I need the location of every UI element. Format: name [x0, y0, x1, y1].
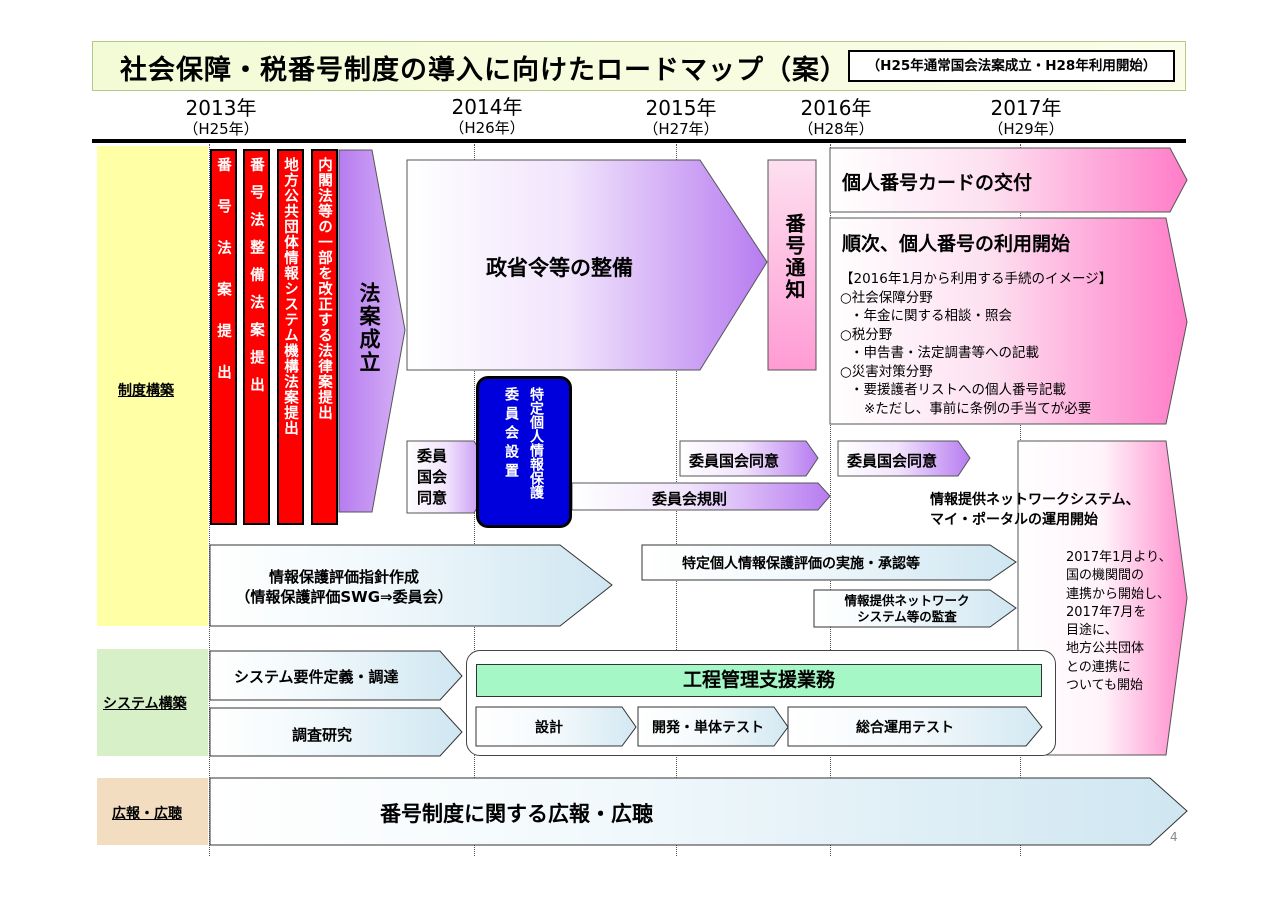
card-koufu-label: 個人番号カードの交付: [842, 172, 1033, 194]
category-system-band: [97, 649, 208, 756]
era-h25: （H25年）: [183, 120, 259, 138]
network-kaishi-label: 情報提供ネットワークシステム、 マイ・ポータルの運用開始: [930, 492, 1140, 528]
riyou-line-6: ・要援護者リストへの個人番号記載: [850, 382, 1066, 398]
riyou-line-0: 【2016年1月から利用する手続のイメージ】: [840, 271, 1113, 287]
kaihatsu-label: 開発・単体テスト: [652, 720, 764, 736]
riyou-line-1: ○社会保障分野: [840, 289, 933, 306]
riyou-line-7: ※ただし、事前に条例の手当てが必要: [864, 400, 1092, 417]
red-col-naikaku-houan: 内閣法等の一部を改正する法律案提出: [311, 149, 338, 525]
riyou-line-5: ○災害対策分野: [840, 363, 933, 380]
timeline-rule: [92, 139, 1186, 143]
year-2016: 2016年: [800, 96, 872, 120]
riyou-line-2: ・年金に関する相談・照会: [850, 308, 1012, 324]
sys-youken-label: システム要件定義・調達: [234, 668, 399, 686]
guide-2016: [830, 144, 831, 856]
category-koho-label: 広報・広聴: [112, 806, 182, 822]
year-2013: 2013年: [185, 96, 257, 120]
guide-2013: [209, 144, 210, 856]
tokutei-iinkai-box: 委員会設置 特定個人情報保護: [476, 376, 572, 528]
page-title: 社会保障・税番号制度の導入に向けたロードマップ（案）: [120, 55, 848, 86]
category-seido-label: 制度構築: [118, 383, 174, 399]
era-h29: （H29年）: [988, 120, 1064, 138]
hoan-seiritsu-label: 法案成立: [357, 282, 381, 374]
year-2017: 2017年: [990, 96, 1062, 120]
riyou-kaishi-heading: 順次、個人番号の利用開始: [842, 233, 1071, 255]
kansa-label: 情報提供ネットワーク システム等の監査: [844, 593, 970, 624]
koho-bar-label: 番号制度に関する広報・広聴: [380, 802, 653, 826]
category-koho-band: [97, 778, 208, 845]
hyoka-shishin-label: 情報保護評価指針作成 （情報保護評価SWG⇒委員会）: [235, 568, 453, 606]
sougou-label: 総合運用テスト: [856, 720, 954, 736]
iinkai-doui-2014: 委員国会同意: [417, 447, 448, 507]
hyoka-jisshi-label: 特定個人情報保護評価の実施・承認等: [682, 556, 920, 572]
riyou-kaishi-details: 【2016年1月から利用する手続のイメージ】 ○社会保障分野 ・年金に関する相談…: [840, 270, 1112, 418]
category-system-label: システム構築: [103, 696, 187, 712]
koutei-bar: 工程管理支援業務: [476, 664, 1042, 697]
red-col-kikou-houan: 地方公共団体情報システム機構法案提出: [277, 149, 304, 525]
bango-tsuchi-label: 番号通知: [782, 213, 806, 301]
sekkei-label: 設計: [535, 720, 563, 736]
era-h26: （H26年）: [449, 119, 525, 137]
year-2015: 2015年: [645, 96, 717, 120]
subtitle-badge: （H25年通常国会法案成立・H28年利用開始）: [848, 50, 1175, 82]
year-2014: 2014年: [451, 95, 523, 119]
pink-note: 2017年1月より、 国の機関間の 連携から開始し、 2017年7月を 目途に、…: [1066, 550, 1172, 694]
era-h28: （H28年）: [798, 120, 874, 138]
shoreirei-label: 政省令等の整備: [486, 256, 633, 280]
iinkai-doui-2015: 委員国会同意: [689, 452, 780, 470]
iinkai-doui-2016: 委員国会同意: [847, 452, 938, 470]
red-col-bangou-houan: 番号法案提出: [210, 149, 237, 525]
chousa-label: 調査研究: [292, 726, 353, 744]
iinkai-kisoku-label: 委員会規則: [652, 490, 728, 508]
riyou-line-3: ○税分野: [840, 326, 893, 343]
category-seido-band: [97, 146, 208, 626]
riyou-line-4: ・申告書・法定調書等への記載: [850, 345, 1039, 361]
page-number: 4: [1170, 830, 1178, 844]
era-h27: （H27年）: [643, 120, 719, 138]
red-col-seibi-houan: 番号法整備法案提出: [243, 149, 270, 525]
